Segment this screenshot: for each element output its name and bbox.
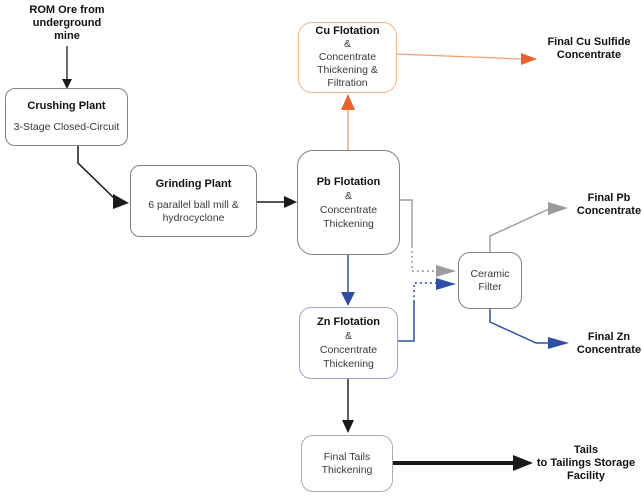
zn-flotation-title: Zn Flotation (317, 316, 380, 328)
crushing-plant-subtitle: 3-Stage Closed-Circuit (13, 121, 120, 133)
edge-crushing-to-grinding (77, 146, 117, 201)
node-zn-flotation: Zn Flotation & Concentrate Thickening (299, 307, 398, 379)
node-grinding-plant: Grinding Plant 6 parallel ball mill & hy… (130, 165, 257, 237)
ceramic-filter-line2: Filter (478, 280, 502, 293)
arrowhead-pb-to-cu (341, 94, 355, 110)
grinding-plant-subtitle-line1: 6 parallel ball mill & (148, 198, 239, 211)
grinding-plant-title: Grinding Plant (155, 177, 232, 190)
zn-flotation-line4: Thickening (323, 358, 374, 370)
final-pb-concentrate-label: Final Pb Concentrate (574, 192, 643, 218)
edge-pb-to-ceramic-dotted (411, 246, 436, 272)
node-pb-flotation: Pb Flotation & Concentrate Thickening (297, 150, 400, 255)
arrowhead-ceramic-to-final-zn (548, 337, 569, 349)
tails-line2: to Tailings Storage (536, 457, 636, 469)
cu-flotation-line2: & (343, 38, 351, 50)
arrowhead-pb-to-ceramic (436, 265, 456, 277)
edge-zn-to-ceramic-dotted (413, 282, 436, 302)
final-zn-line1: Final Zn (587, 331, 631, 343)
pb-flotation-line4: Thickening (323, 217, 374, 230)
ceramic-filter-line1: Ceramic (470, 267, 510, 280)
arrowhead-zn-to-tails (342, 420, 354, 433)
node-final-tails-thickening: Final Tails Thickening (301, 435, 393, 492)
cu-flotation-title: Cu Flotation (315, 25, 380, 37)
arrowhead-pb-to-zn (341, 292, 355, 306)
final-cu-sulfide-concentrate-label: Final Cu Sulfide Concentrate (541, 36, 637, 62)
arrowhead-ceramic-to-final-pb (548, 202, 568, 215)
edge-pb-to-ceramic-solid (400, 199, 413, 246)
arrowhead-grinding-to-pb (284, 196, 297, 208)
arrowhead-rom-to-crushing (62, 79, 72, 89)
pb-flotation-title: Pb Flotation (316, 175, 381, 188)
edge-ceramic-to-final-pb (489, 208, 550, 252)
tails-to-storage-label: Tails to Tailings Storage Facility (528, 444, 643, 483)
final-tails-line1: Final Tails (323, 450, 371, 463)
cu-flotation-line5: Filtration (327, 77, 368, 89)
edge-cu-to-final-cu (396, 53, 522, 60)
final-pb-line2: Concentrate (576, 205, 642, 217)
cu-flotation-line3: Concentrate (318, 51, 377, 63)
node-ceramic-filter: Ceramic Filter (458, 252, 522, 309)
crushing-plant-title: Crushing Plant (27, 100, 106, 112)
zn-flotation-line2: & (344, 330, 352, 342)
rom-line1: ROM Ore from (29, 4, 105, 16)
node-cu-flotation: Cu Flotation & Concentrate Thickening & … (298, 22, 397, 93)
final-cu-line1: Final Cu Sulfide (547, 36, 631, 48)
rom-line2: underground (32, 17, 102, 29)
pb-flotation-line2: & (344, 189, 352, 202)
edge-zn-to-ceramic-solid (398, 302, 415, 342)
grinding-plant-subtitle-line2: hydrocyclone (162, 211, 225, 224)
final-zn-line2: Concentrate (576, 344, 642, 356)
cu-flotation-line4: Thickening & (317, 64, 378, 76)
node-crushing-plant: Crushing Plant 3-Stage Closed-Circuit (5, 88, 128, 146)
tails-line3: Facility (567, 470, 605, 482)
final-cu-line2: Concentrate (556, 49, 622, 61)
tails-line1: Tails (573, 444, 599, 456)
final-zn-concentrate-label: Final Zn Concentrate (574, 331, 643, 357)
arrowhead-zn-to-ceramic (436, 278, 456, 290)
final-pb-line1: Final Pb (587, 192, 631, 204)
arrowhead-crushing-to-grinding (113, 194, 129, 209)
pb-flotation-line3: Concentrate (319, 203, 378, 216)
zn-flotation-line3: Concentrate (319, 344, 378, 356)
rom-line3: mine (54, 30, 80, 42)
final-tails-line2: Thickening (321, 463, 373, 476)
arrowhead-cu-to-final-cu (521, 53, 537, 65)
arrowhead-tails-to-storage (513, 455, 533, 471)
edge-ceramic-to-final-zn (489, 309, 549, 344)
rom-ore-source-label: ROM Ore from underground mine (10, 4, 124, 43)
